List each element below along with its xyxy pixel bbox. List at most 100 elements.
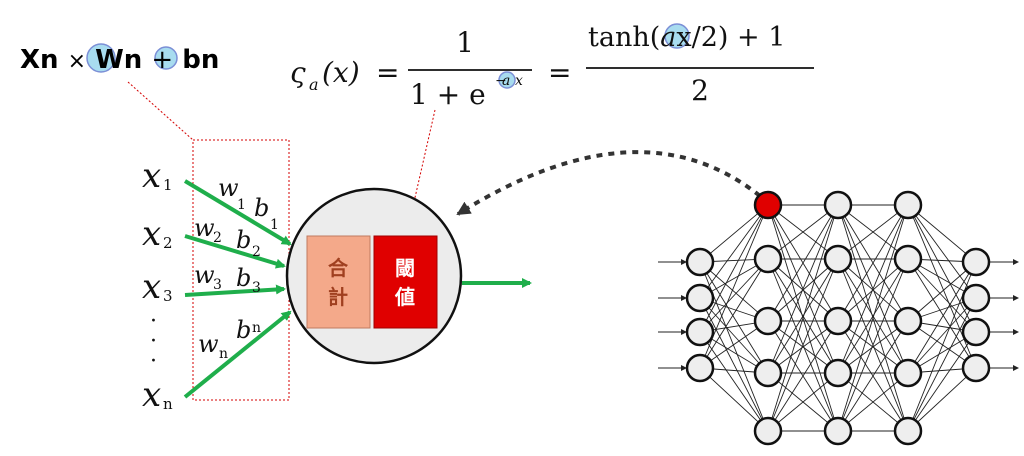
b-highlight [154,46,178,70]
sum-label-1: 合 [328,256,349,280]
network-edge [907,297,977,374]
formula-leader-line [127,81,194,141]
input-arrow-2 [184,234,286,269]
network-edge [767,372,839,432]
ellipsis-dot-1: · [150,309,157,334]
network-edge [837,204,909,260]
network-edge [907,261,977,374]
network-node [823,244,853,274]
input-arrow-n [183,310,292,399]
b2-sub: 2 [252,244,261,260]
network-node [685,283,715,313]
network-edge [699,261,769,374]
network-edge [767,204,839,432]
network-node [685,353,715,383]
network-node [823,190,853,220]
bn-sup: n [252,320,261,336]
svg-text:tanh(ax/2) + 1: tanh(ax/2) + 1 [588,22,785,53]
network-node [893,190,923,220]
sigmoid-lhs-sub: a [309,75,319,94]
ellipsis-dot-2: · [150,329,157,354]
input-arrow-3 [184,284,286,297]
network-edge [767,204,839,260]
input-x3-sub: 3 [163,287,173,305]
b3: b [236,264,251,292]
svg-text:a: a [309,75,319,94]
threshold-label-2: 値 [394,285,415,309]
network-node [753,244,783,274]
svg-text:Xn × Wn +: Xn × Wn + bn [20,45,219,75]
network-node [753,358,783,388]
network-edge [837,372,909,432]
sigmoid-den1: 1 + e [410,78,486,111]
tanh-pre: tanh( [588,22,660,53]
network-node [753,306,783,336]
network-edge [767,258,839,432]
weighted-sum-formula: Xn × Wn + bn [20,43,219,75]
network-edge [699,367,769,432]
w-highlight [86,43,116,73]
network-edge [907,204,977,369]
input-arrow-1 [183,179,292,246]
network-edge [767,258,839,374]
network-edge [907,258,977,369]
network-edge [699,204,769,263]
network-edge [767,320,839,374]
network-edge [907,331,977,432]
network-edge [699,204,769,299]
exp-param: a [502,73,510,89]
sigmoid-formula: ς a (x) = 1 1 + e − a x = tanh(ax/2) + 1… [290,22,814,111]
wn: w [198,330,219,358]
network-node [685,247,715,277]
sigmoid-lhs: ς [290,56,306,89]
tanh-post: x/2) + 1 [676,22,785,53]
sigmoid-eq1: = [376,56,399,89]
w2-sub: 2 [213,230,222,246]
formula-b: bn [182,45,219,75]
formula-x: Xn [20,45,59,75]
bn: b [236,316,251,344]
input-x2-sub: 2 [163,234,173,252]
network-node [685,317,715,347]
network-node-highlighted [753,190,783,220]
network-node [893,244,923,274]
network-edge [837,320,909,432]
network-node [961,247,991,277]
sigmoid-eq2: = [548,56,571,89]
threshold-label-1: 閾 [395,256,415,280]
network-edge [837,204,909,432]
input-x1: x [142,156,161,196]
sigmoid-den2: 2 [691,74,709,107]
sum-block [306,235,371,329]
svg-text:(x): (x) [322,56,360,89]
sigmoid-num1: 1 [456,26,474,59]
network-edge [837,258,909,432]
svg-text:−: − [495,73,507,89]
network-node [961,353,991,383]
network-edge [907,367,977,432]
tanh-param: a [660,22,676,53]
network-node [823,306,853,336]
input-xn: x [142,375,161,415]
input-labels: x 1 x 2 x 3 x n · · · [142,156,173,415]
network-edge [699,204,769,369]
network-edge [837,204,909,322]
exp-param-highlight [498,71,516,89]
formula-w: Wn [95,45,142,75]
formula-times: × [68,49,86,74]
input-x2: x [142,214,161,254]
sum-label-2: 計 [328,285,348,309]
network-edge [837,204,909,374]
ellipsis-dot-3: · [150,349,157,374]
network-edge [767,320,839,432]
network-node [961,283,991,313]
network-node [893,306,923,336]
threshold-block [373,235,438,329]
exp-var: x [515,73,523,89]
network-node [893,358,923,388]
network-edge [837,258,909,374]
w1-sub: 1 [237,197,246,213]
network-edge [907,261,977,322]
b3-sub: 3 [252,280,261,296]
